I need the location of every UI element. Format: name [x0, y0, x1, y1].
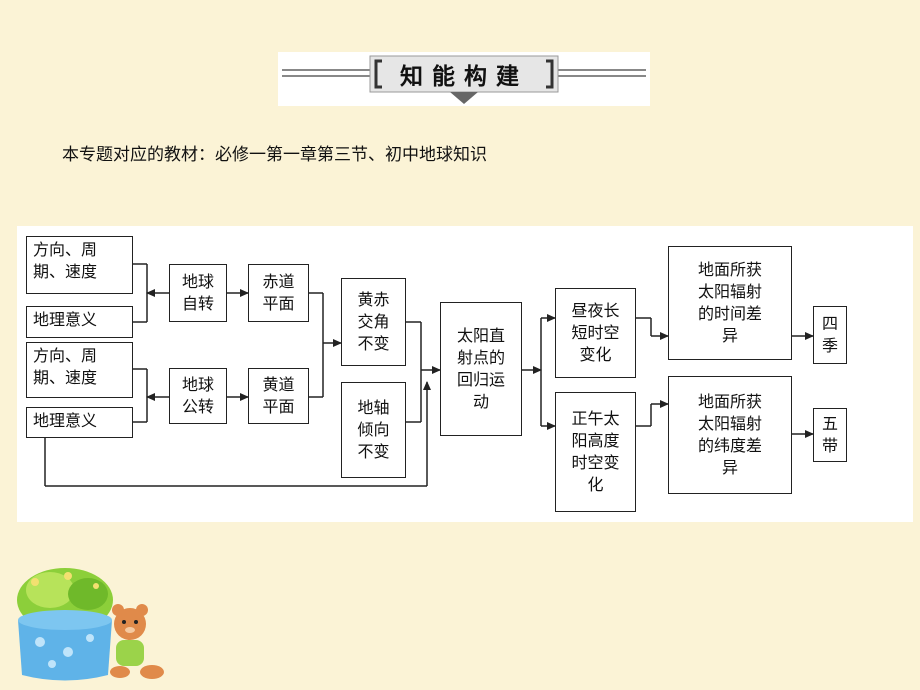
- node-earth-revolution: 地球 公转: [169, 368, 227, 424]
- plant-pot-bear-decoration: [17, 568, 164, 681]
- node-four-seasons: 四 季: [813, 306, 847, 364]
- section-banner: 知能构建: [278, 52, 650, 106]
- node-revolution-properties: 方向、周 期、速度: [26, 342, 133, 398]
- connector-lines: [44, 263, 814, 487]
- node-subsolar-migration: 太阳直 射点的 回归运 动: [440, 302, 522, 436]
- node-radiation-latitude-difference: 地面所获 太阳辐射 的纬度差 异: [668, 376, 792, 494]
- node-ecliptic-plane: 黄道 平面: [248, 368, 309, 424]
- intro-text: 本专题对应的教材：必修一第一章第三节、初中地球知识: [62, 145, 487, 165]
- node-rotation-meaning: 地理意义: [26, 306, 133, 338]
- node-obliquity-constant: 黄赤 交角 不变: [341, 278, 406, 366]
- node-five-zones: 五 带: [813, 408, 847, 462]
- node-revolution-meaning: 地理意义: [26, 407, 133, 438]
- node-rotation-properties: 方向、周 期、速度: [26, 236, 133, 294]
- node-radiation-time-difference: 地面所获 太阳辐射 的时间差 异: [668, 246, 792, 360]
- node-axis-tilt-constant: 地轴 倾向 不变: [341, 382, 406, 478]
- banner-title: 知能构建: [400, 63, 528, 90]
- node-day-length-variation: 昼夜长 短时空 变化: [555, 288, 636, 378]
- banner-ornament: [282, 55, 646, 104]
- concept-map: 方向、周 期、速度 地理意义 地球 自转 赤道 平面 方向、周 期、速度 地理意…: [17, 226, 913, 522]
- node-equator-plane: 赤道 平面: [248, 264, 309, 322]
- node-earth-rotation: 地球 自转: [169, 264, 227, 322]
- node-noon-altitude-variation: 正午太 阳高度 时空变 化: [555, 392, 636, 512]
